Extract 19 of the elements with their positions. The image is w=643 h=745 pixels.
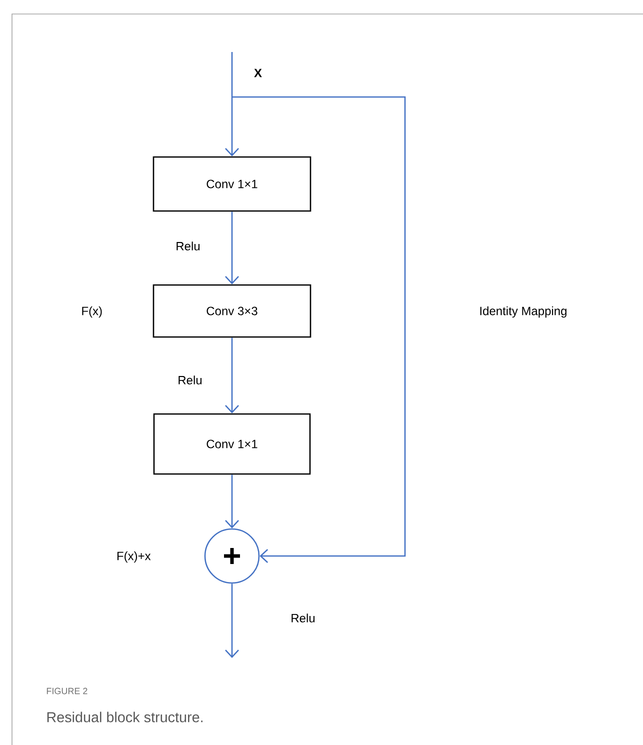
arrow [225, 338, 239, 414]
figure-caption: Residual block structure. [47, 712, 202, 722]
layer-box: Conv 1×1 [153, 413, 311, 475]
arrow [225, 584, 239, 658]
side-label: F(x) [82, 306, 102, 318]
edge-label: Relu [178, 376, 202, 384]
arrow [225, 97, 239, 156]
side-label: Identity Mapping [480, 306, 566, 318]
arrow [232, 96, 406, 563]
adder-circle [204, 528, 260, 584]
edge-label: Relu [176, 242, 200, 250]
layer-box: Conv 3×3 [152, 284, 312, 338]
arrow [225, 212, 239, 284]
edge-label: Relu [292, 614, 315, 622]
side-label: F(x)+x [117, 551, 151, 563]
figure-number: FIGURE 2 [46, 688, 88, 694]
layer-box: Conv 1×1 [152, 156, 312, 212]
arrow [225, 474, 239, 528]
edge-label: X [254, 68, 262, 78]
